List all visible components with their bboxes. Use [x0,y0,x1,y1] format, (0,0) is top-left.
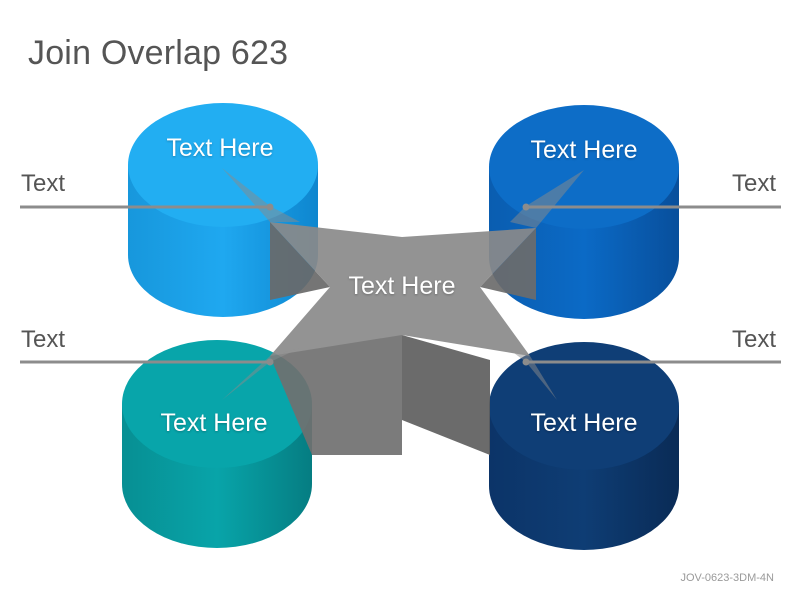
cylinder-top-left-label: Text Here [166,134,274,162]
cylinder-bottom-left [122,340,312,548]
leader-dot-bottom-right [522,358,530,366]
side-label-bottom-right: Text [732,326,777,353]
connector-face-right [480,228,536,300]
leader-dot-top-right [522,203,530,211]
side-label-top-left: Text [21,170,66,197]
cylinder-bottom-right-label: Text Here [530,409,638,437]
pointer-top-left [222,168,300,222]
cylinder-bottom-left-top [122,340,312,468]
side-label-top-right: Text [732,170,777,197]
slide-code: JOV-0623-3DM-4N [680,572,774,584]
leader-dot-bottom-left [266,358,274,366]
cylinder-top-right-label: Text Here [530,136,638,164]
pointer-top-right [510,170,584,228]
cylinder-top-right-top [489,105,679,229]
page-title: Join Overlap 623 [28,34,289,72]
center-connector [222,168,584,455]
cylinder-top-left-top [128,103,318,227]
center-label: Text Here [348,272,456,300]
side-label-bottom-left: Text [21,326,66,353]
cylinder-bottom-right [489,342,679,550]
leader-dot-top-left [266,203,274,211]
connector-face-bottom-right [402,335,490,455]
connector-face-left [270,222,330,300]
cylinder-bottom-left-label: Text Here [160,409,268,437]
connector-face-top [270,222,536,356]
connector-face-bottom-left [270,335,402,455]
